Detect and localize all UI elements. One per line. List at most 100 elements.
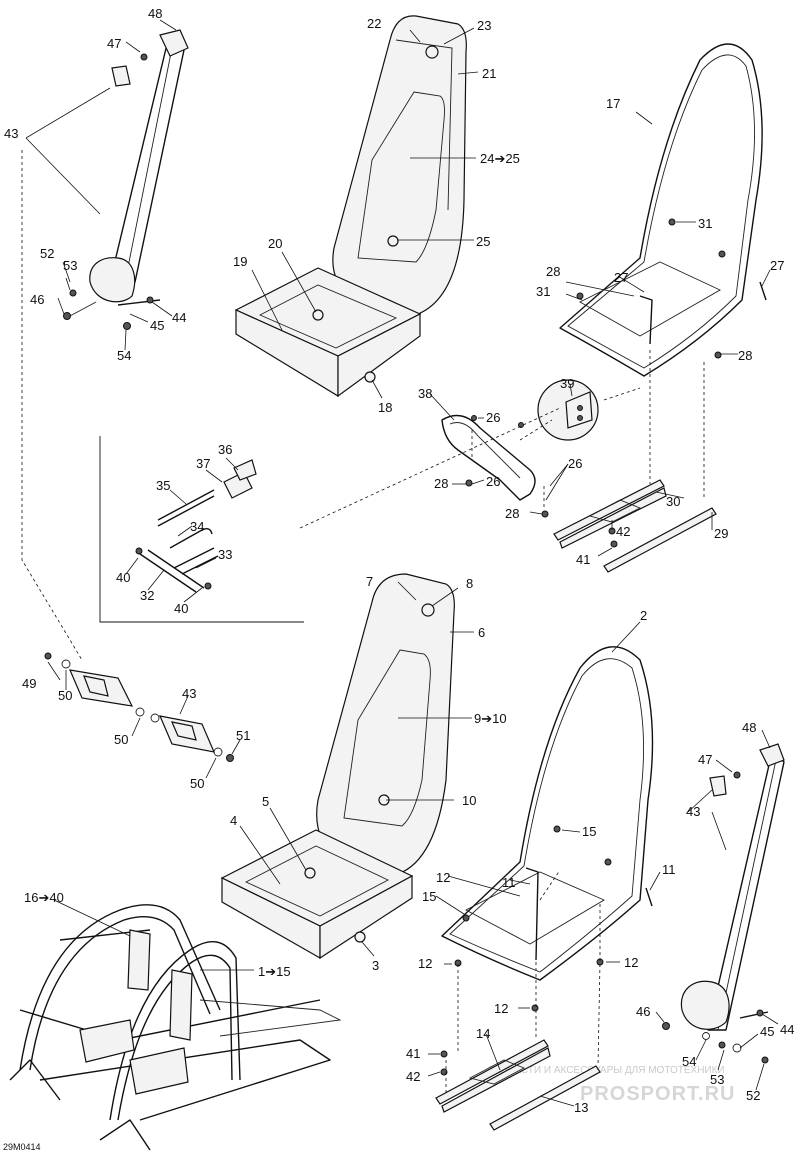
callout-45-right: 45	[760, 1024, 774, 1039]
seat-belt-right	[662, 743, 785, 1064]
callout-53-top: 53	[63, 258, 77, 273]
callout-8: 8	[466, 576, 473, 591]
callout-3: 3	[372, 958, 379, 973]
callout-43-right: 43	[686, 804, 700, 819]
seat-upper-assembly	[234, 15, 467, 398]
callout-51: 51	[236, 728, 250, 743]
inset-box	[99, 436, 304, 623]
callout-41-bottom: 41	[406, 1046, 420, 1061]
diagram-code: 29M0414	[3, 1142, 41, 1152]
callout-13: 13	[574, 1100, 588, 1115]
callout-10: 10	[462, 793, 476, 808]
callout-46-right: 46	[636, 1004, 650, 1019]
callout-42-bottom: 42	[406, 1069, 420, 1084]
callout-5: 5	[262, 794, 269, 809]
seat-rails-upper	[553, 479, 717, 573]
seat-frame-upper	[559, 43, 767, 377]
callout-24-25: 24➔25	[480, 151, 520, 166]
callout-45-top: 45	[150, 318, 164, 333]
callout-11-center: 11	[502, 875, 516, 890]
callout-34: 34	[190, 519, 204, 534]
callout-47-top: 47	[107, 36, 121, 51]
callout-54-top: 54	[117, 348, 131, 363]
callout-22: 22	[367, 16, 381, 31]
callout-28-a: 28	[434, 476, 448, 491]
callout-30: 30	[666, 494, 680, 509]
dashed-lines	[21, 150, 705, 1096]
callout-31-left: 31	[536, 284, 550, 299]
callout-26-b: 26	[568, 456, 582, 471]
seat-belt-top-left	[63, 29, 189, 330]
callout-50-a: 50	[58, 688, 72, 703]
seat-rails-lower	[435, 1039, 601, 1131]
callout-53-right: 53	[710, 1072, 724, 1087]
callout-26-a: 26	[486, 410, 500, 425]
callout-48-right: 48	[742, 720, 756, 735]
callout-6: 6	[478, 625, 485, 640]
callout-12-left: 12	[418, 956, 432, 971]
callout-19: 19	[233, 254, 247, 269]
callout-37: 37	[196, 456, 210, 471]
callout-43-mid: 43	[182, 686, 196, 701]
callout-27-center: 27	[614, 270, 628, 285]
callout-27-right: 27	[770, 258, 784, 273]
seat-frame-lower	[441, 646, 654, 1012]
callout-29: 29	[714, 526, 728, 541]
callout-23: 23	[477, 18, 491, 33]
callout-39: 39	[560, 376, 574, 391]
callout-26-c: 26	[486, 474, 500, 489]
watermark-line1: ЗАПЧАСТИ И АКСЕССУАРЫ ДЛЯ МОТОТЕХНИКИ	[488, 1065, 725, 1076]
callout-17: 17	[606, 96, 620, 111]
watermark-line2: PROSPORT.RU	[580, 1083, 735, 1105]
callout-28-right: 28	[738, 348, 752, 363]
callout-43-top: 43	[4, 126, 18, 141]
watermark: ЗАПЧАСТИ И АКСЕССУАРЫ ДЛЯ МОТОТЕХНИКИ PR…	[488, 1065, 735, 1105]
belt-buckles	[44, 652, 234, 762]
callout-18: 18	[378, 400, 392, 415]
callout-4: 4	[230, 813, 237, 828]
callout-labels: 48 47 43 52 53 46 44 45 54 22 23 21 24➔2…	[4, 6, 794, 1115]
callout-12-right: 12	[624, 955, 638, 970]
callout-31-right: 31	[698, 216, 712, 231]
bracket-38	[441, 379, 599, 518]
callout-32: 32	[140, 588, 154, 603]
callout-40-left: 40	[116, 570, 130, 585]
callout-54-right: 54	[682, 1054, 696, 1069]
callout-9-10: 9➔10	[474, 711, 507, 726]
seat-lower-assembly	[220, 573, 455, 960]
callout-42-top: 42	[616, 524, 630, 539]
callout-49: 49	[22, 676, 36, 691]
callout-7: 7	[366, 574, 373, 589]
callout-25: 25	[476, 234, 490, 249]
callout-1-15: 1➔15	[258, 964, 291, 979]
callout-16-40: 16➔40	[24, 890, 64, 905]
callout-48-top: 48	[148, 6, 162, 21]
callout-14: 14	[476, 1026, 490, 1041]
callout-36: 36	[218, 442, 232, 457]
callout-44-right: 44	[780, 1022, 794, 1037]
callout-40-right: 40	[174, 601, 188, 616]
callout-12-bottom: 12	[494, 1001, 508, 1016]
callout-2: 2	[640, 608, 647, 623]
callout-20: 20	[268, 236, 282, 251]
callout-52-top: 52	[40, 246, 54, 261]
callout-38: 38	[418, 386, 432, 401]
callout-52-right: 52	[746, 1088, 760, 1103]
callout-33: 33	[218, 547, 232, 562]
callout-28-b: 28	[505, 506, 519, 521]
leader-lines	[25, 19, 779, 1107]
callout-50-b: 50	[114, 732, 128, 747]
callout-15-right: 15	[582, 824, 596, 839]
callout-47-right: 47	[698, 752, 712, 767]
callout-41-top: 41	[576, 552, 590, 567]
callout-15-left: 15	[422, 889, 436, 904]
callout-44-top: 44	[172, 310, 186, 325]
callout-35: 35	[156, 478, 170, 493]
callout-46-top: 46	[30, 292, 44, 307]
callout-21: 21	[482, 66, 496, 81]
callout-28-left: 28	[546, 264, 560, 279]
callout-11-right: 11	[662, 862, 676, 877]
vehicle-overview	[9, 904, 342, 1151]
callout-12-top: 12	[436, 870, 450, 885]
